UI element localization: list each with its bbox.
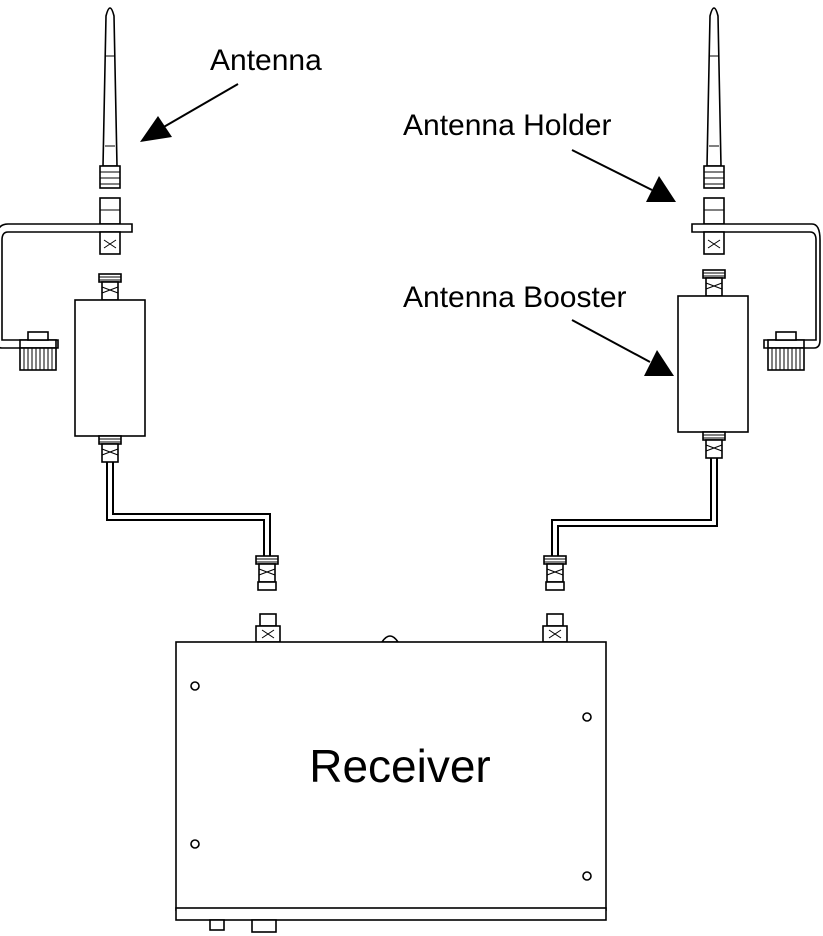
receiver-input-right	[542, 613, 568, 643]
right-antenna	[703, 7, 725, 189]
screw-icon	[190, 839, 200, 849]
receiver-unit: Receiver	[175, 613, 607, 933]
right-antenna-holder	[691, 197, 821, 371]
screw-icon	[190, 681, 200, 691]
callout-antenna: Antenna	[140, 44, 322, 142]
callout-antenna-holder: Antenna Holder	[403, 109, 676, 202]
antenna-booster-label: Antenna Booster	[403, 281, 627, 314]
left-antenna-booster	[74, 273, 146, 463]
left-antenna-holder	[0, 197, 133, 371]
antenna-holder-label: Antenna Holder	[403, 109, 611, 142]
callout-antenna-booster: Antenna Booster	[403, 281, 674, 376]
arrow-icon	[644, 350, 674, 376]
screw-icon	[582, 871, 592, 881]
right-cable	[543, 458, 718, 591]
left-antenna	[99, 7, 121, 189]
antenna-label: Antenna	[210, 44, 322, 77]
receiver-label: Receiver	[309, 740, 491, 792]
screw-icon	[582, 712, 592, 722]
left-cable	[106, 462, 279, 591]
right-antenna-booster	[677, 269, 749, 459]
arrow-icon	[646, 176, 676, 202]
arrow-icon	[140, 116, 172, 142]
receiver-input-left	[255, 613, 281, 643]
